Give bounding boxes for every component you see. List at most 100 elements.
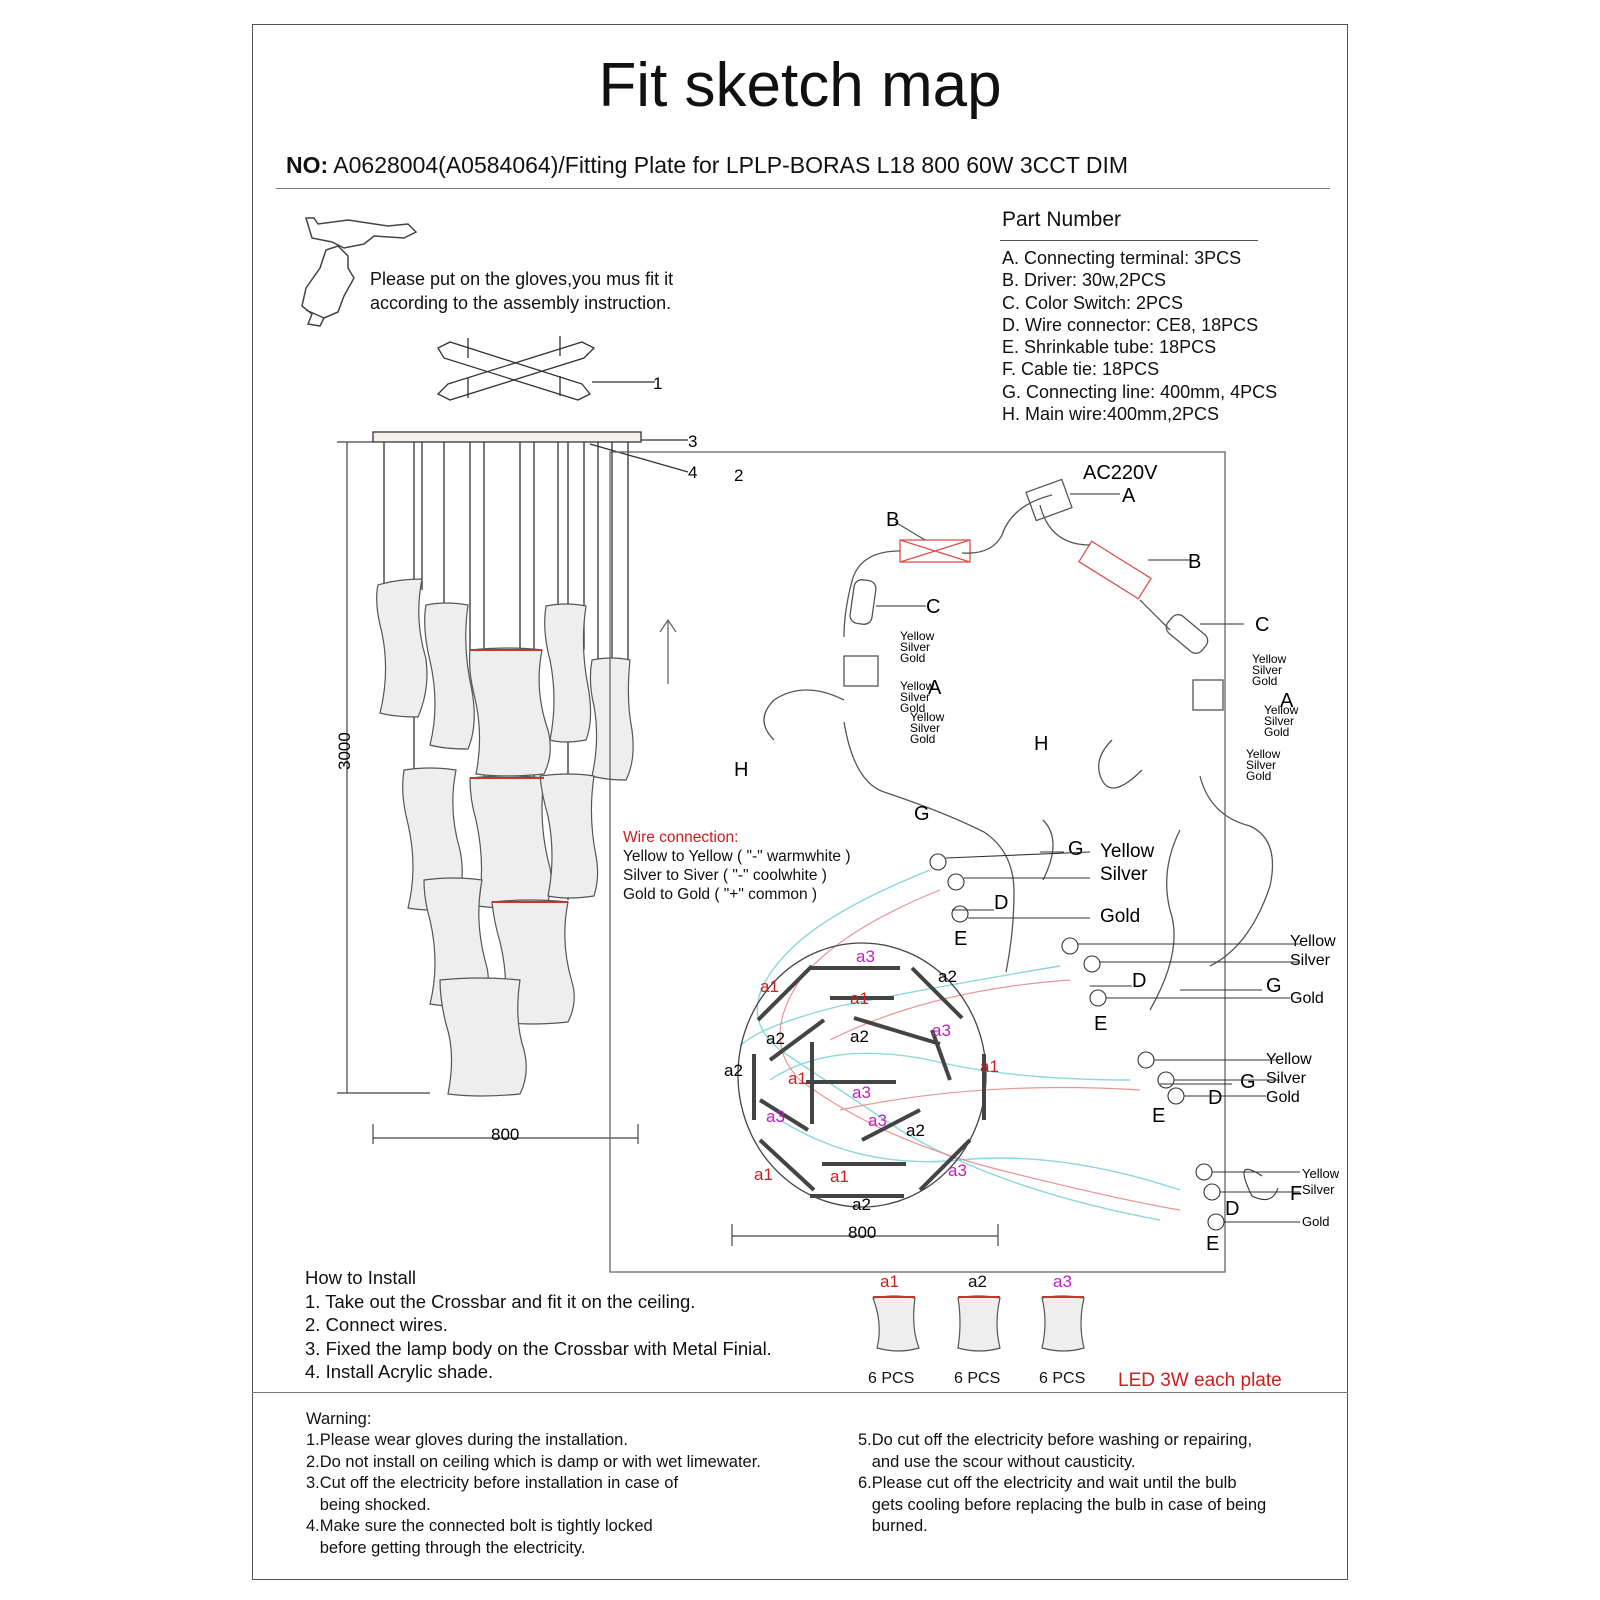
- label-G: G: [914, 803, 930, 825]
- label-G: G: [1068, 838, 1084, 860]
- wire-silver-label: Silver: [1264, 714, 1294, 728]
- wire-color-labels-medium: Yellow Silver Gold Yellow Silver Gold: [1266, 933, 1336, 1106]
- power-label: AC220V: [1083, 462, 1158, 484]
- warning-list-right: 5.Do cut off the electricity before wash…: [858, 1430, 1328, 1538]
- wire-silver-label: Silver: [900, 640, 930, 654]
- plate-label: a2: [724, 1061, 743, 1080]
- plate-label: a1: [760, 977, 779, 996]
- chandelier-shades-drawing: [376, 578, 634, 1097]
- callout-2: 2: [734, 466, 743, 485]
- wire-silver-label: Silver: [1246, 758, 1276, 772]
- wire-yellow-label: Yellow: [910, 710, 945, 724]
- wire-gold-label: Gold: [1100, 906, 1140, 927]
- warning-item: 6.Please cut off the electricity and wai…: [858, 1474, 1237, 1492]
- wire-silver-label: Silver: [1266, 1070, 1307, 1087]
- wire-yellow-label: Yellow: [900, 679, 935, 693]
- label-D: D: [1208, 1087, 1222, 1109]
- wire-gold-label: Gold: [910, 732, 935, 746]
- plate-label: a3: [868, 1111, 887, 1130]
- led-note: LED 3W each plate: [1118, 1370, 1282, 1391]
- doc-no-label: NO:: [286, 152, 329, 178]
- wiring-components: [763, 478, 1274, 1011]
- part-number-list: A. Connecting terminal: 3PCS B. Driver: …: [1002, 247, 1277, 425]
- wiring-diagram-frame: [609, 451, 1226, 1273]
- glove-line: according to the assembly instruction.: [370, 293, 672, 313]
- label-B: B: [1188, 551, 1201, 573]
- plate-label: a1: [830, 1167, 849, 1186]
- wire-yellow-label: Yellow: [1252, 652, 1287, 666]
- doc-no-value: A0628004(A0584064)/Fitting Plate for LPL…: [333, 152, 1129, 178]
- wire-silver-label: Silver: [1100, 864, 1148, 885]
- plate-label: a1: [980, 1057, 999, 1076]
- wire-silver-label: Silver: [1302, 1182, 1335, 1197]
- warning-item: 1.Please wear gloves during the installa…: [306, 1431, 628, 1449]
- plate-labels: a1 a1 a1 a1 a1 a1 a3 a3 a3 a3 a3 a3 a2 a…: [724, 947, 999, 1214]
- shade-thumbnails: [872, 1295, 1085, 1352]
- label-C: C: [926, 596, 940, 618]
- wire-silver-label: Silver: [900, 690, 930, 704]
- part-item: D. Wire connector: CE8, 18PCS: [1002, 314, 1259, 335]
- direction-arrow-icon: [659, 618, 677, 684]
- gloves-hand-icon: [301, 217, 418, 327]
- install-step: 4. Install Acrylic shade.: [305, 1361, 494, 1382]
- wire-gold-label: Gold: [900, 651, 925, 665]
- wire-color-labels-bottom: Yellow Silver Gold: [1302, 1166, 1340, 1229]
- shade-count-a1: 6 PCS: [868, 1370, 915, 1387]
- part-item: B. Driver: 30w,2PCS: [1002, 270, 1167, 291]
- wire-yellow-label: Yellow: [900, 629, 935, 643]
- plate-layout: [737, 942, 987, 1208]
- label-B: B: [886, 509, 899, 531]
- label-A: A: [928, 677, 942, 699]
- part-item: H. Main wire:400mm,2PCS: [1002, 404, 1220, 425]
- plate-label: a1: [788, 1069, 807, 1088]
- wire-bundle-cyan: [739, 869, 1181, 1221]
- wire-connection-line: Gold to Gold ( "+" common ): [623, 886, 818, 903]
- install-step: 3. Fixed the lamp body on the Crossbar w…: [305, 1337, 772, 1359]
- label-A: A: [1122, 485, 1136, 507]
- warning-title: Warning:: [306, 1410, 372, 1428]
- warning-list-left: 1.Please wear gloves during the installa…: [306, 1430, 826, 1559]
- label-C: C: [1255, 614, 1269, 636]
- page-title: Fit sketch map: [598, 51, 1002, 120]
- warning-item: before getting through the electricity.: [306, 1538, 586, 1557]
- wire-yellow-label: Yellow: [1302, 1166, 1340, 1181]
- plate-label: a2: [850, 1027, 869, 1046]
- plate-label: a1: [850, 989, 869, 1008]
- connector-callouts: [929, 851, 1300, 1231]
- warning-item: 4.Make sure the connected bolt is tightl…: [306, 1517, 653, 1535]
- plate-label: a2: [852, 1195, 871, 1214]
- shade-label-a2: a2: [968, 1272, 987, 1291]
- width-dimension-line-left: [372, 1124, 639, 1144]
- label-H: H: [734, 759, 748, 781]
- plate-label: a3: [932, 1021, 951, 1040]
- shade-count-a3: 6 PCS: [1039, 1370, 1086, 1387]
- warning-item: 2.Do not install on ceiling which is dam…: [306, 1452, 761, 1471]
- label-E: E: [954, 928, 967, 950]
- label-D: D: [1225, 1198, 1239, 1220]
- callout-3: 3: [688, 432, 697, 451]
- part-item: F. Cable tie: 18PCS: [1002, 359, 1160, 380]
- shade-count-a2: 6 PCS: [954, 1370, 1001, 1387]
- height-dimension: 3000: [335, 732, 354, 770]
- wire-yellow-label: Yellow: [1264, 703, 1299, 717]
- warning-item: and use the scour without causticity.: [858, 1452, 1136, 1471]
- label-A: A: [1280, 690, 1294, 712]
- label-F: F: [1290, 1183, 1302, 1205]
- wire-gold-label: Gold: [1266, 1089, 1300, 1106]
- how-to-install-title: How to Install: [305, 1267, 417, 1288]
- plate-label: a2: [906, 1121, 925, 1140]
- warning-item: being shocked.: [306, 1495, 431, 1514]
- wire-silver-label: Silver: [910, 721, 940, 735]
- document-number: NO: A0628004(A0584064)/Fitting Plate for…: [286, 152, 1128, 179]
- wire-gold-label: Gold: [900, 701, 925, 715]
- plate-label: a2: [766, 1029, 785, 1048]
- label-G: G: [1240, 1071, 1256, 1093]
- wire-connection-line: Yellow to Yellow ( "-" warmwhite ): [623, 848, 851, 865]
- plate-label: a3: [856, 947, 875, 966]
- shade-label-a3: a3: [1053, 1272, 1072, 1291]
- wire-gold-label: Gold: [1290, 990, 1324, 1007]
- width-dimension-line-right: [731, 1224, 999, 1246]
- warning-item: 5.Do cut off the electricity before wash…: [858, 1431, 1253, 1449]
- header-divider: [276, 188, 1330, 189]
- wire-gold-label: Gold: [1264, 725, 1289, 739]
